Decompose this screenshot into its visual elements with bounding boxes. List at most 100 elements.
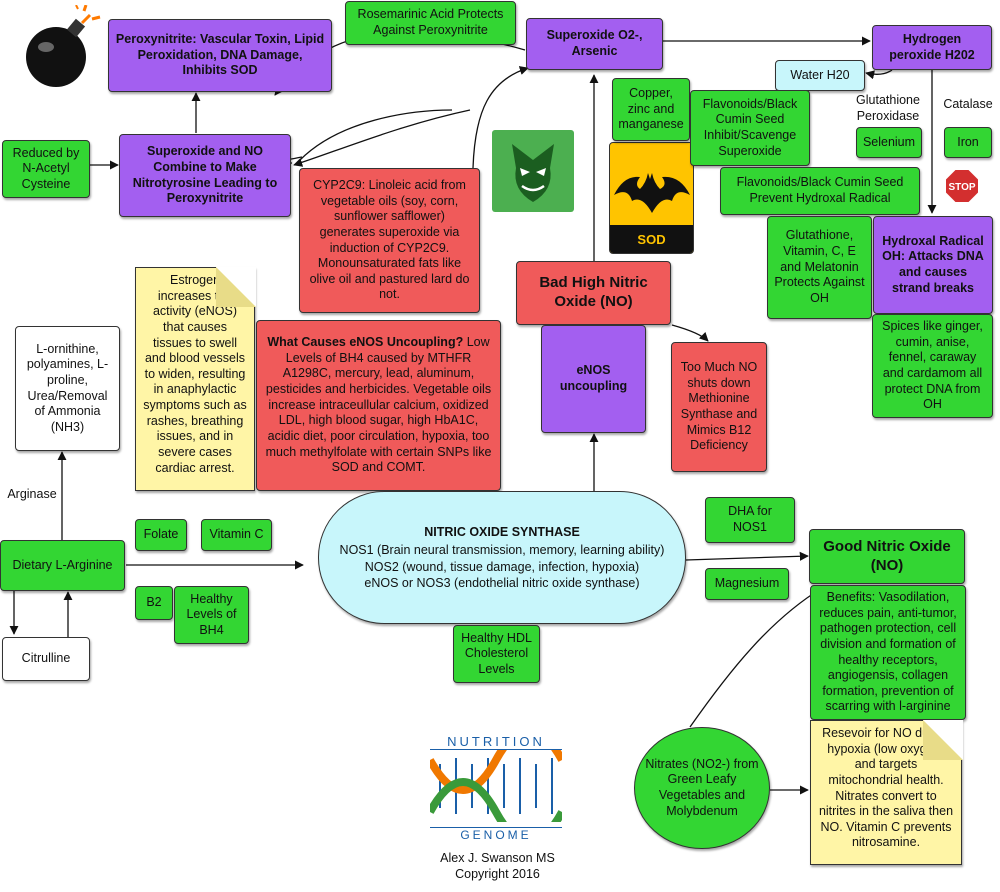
arrow-cyp2c9-to-superoxide	[472, 66, 529, 169]
arrow-cyp2c9-to-nitrotyrosine	[266, 109, 453, 165]
nitrotyrosine-box: Superoxide and NO Combine to Make Nitrot…	[119, 134, 291, 217]
arginase-label: Arginase	[7, 487, 57, 501]
nac-box: Reduced by N-Acetyl Cysteine	[2, 140, 90, 198]
enos-uncoupling-box: eNOS uncoupling	[541, 325, 646, 433]
iron-box: Iron	[944, 127, 992, 158]
synthase-title: NITRIC OXIDE SYNTHASE	[424, 525, 580, 539]
synthase-nos2: NOS2 (wound, tissue damage, infection, h…	[364, 559, 640, 574]
joker-icon	[492, 130, 574, 212]
arrow-h2o2-to-water	[865, 69, 893, 80]
reservoir-note: Resevoir for NO during hypoxia (low oxyg…	[810, 719, 963, 865]
arrow-bad-no-to-too-much	[671, 324, 709, 342]
dha-box: DHA for NOS1	[705, 497, 795, 543]
citrulline-text: Citrulline	[21, 651, 71, 666]
iron-text: Iron	[957, 134, 979, 149]
h2o2-text: Hydrogen peroxide H202	[889, 31, 975, 62]
good-no-text: Good Nitric Oxide (NO)	[823, 537, 951, 574]
superoxide-text: Superoxide O2-, Arsenic	[546, 28, 643, 58]
magnesium-text: Magnesium	[714, 576, 780, 591]
vitamin-c-box: Vitamin C	[201, 519, 272, 551]
bad-no-text: Bad High Nitric Oxide (NO)	[539, 274, 648, 310]
glutathione-vitamins-box: Glutathione, Vitamin, C, E and Melatonin…	[767, 216, 872, 319]
flavonoids-hydroxal-box: Flavonoids/Black Cumin Seed Prevent Hydr…	[720, 167, 920, 215]
dietary-arginine-box: Dietary L-Arginine	[0, 540, 125, 591]
glutathione-vitamins-text: Glutathione, Vitamin, C, E and Melatonin…	[774, 228, 865, 305]
uncoupling-causes-text: What Causes eNOS Uncoupling? Low Levels …	[262, 335, 495, 476]
b2-text: B2	[146, 595, 162, 610]
sod-label-bar: SOD	[610, 225, 693, 253]
glutathione-peroxidase-label: Glutathione Peroxidase	[856, 93, 920, 123]
batman-icon	[614, 173, 690, 213]
nitrotyrosine-text: Superoxide and NO Combine to Make Nitrot…	[132, 144, 278, 206]
nitrates-text: Nitrates (NO2-) from Green Leafy Vegetab…	[645, 756, 759, 818]
nutrition-genome-logo: NUTRITION GENOME	[426, 726, 566, 846]
too-much-no-text: Too Much NO shuts down Methionine Syntha…	[680, 360, 758, 453]
bh4-text: Healthy Levels of BH4	[186, 591, 237, 637]
arrow-to-nitrotyrosine	[293, 109, 471, 167]
uncoupling-body: Low Levels of BH4 caused by MTHFR A1298C…	[265, 335, 492, 475]
nitric-oxide-synthase: NITRIC OXIDE SYNTHASE NOS1 (Brain neural…	[318, 491, 686, 624]
vitamin-c-text: Vitamin C	[209, 527, 264, 542]
dha-text: DHA for NOS1	[728, 504, 772, 534]
stop-sign-text: STOP	[948, 182, 975, 193]
bh4-box: Healthy Levels of BH4	[174, 586, 249, 644]
selenium-text: Selenium	[862, 134, 916, 149]
logo-top-text: NUTRITION	[430, 734, 562, 750]
nitrates-box: Nitrates (NO2-) from Green Leafy Vegetab…	[634, 727, 770, 849]
dna-helix-icon	[426, 726, 566, 846]
spices-box: Spices like ginger, cumin, anise, fennel…	[872, 314, 993, 418]
rosmarinic-text: Rosemarinic Acid Protects Against Peroxy…	[357, 7, 504, 37]
selenium-box: Selenium	[856, 127, 922, 158]
ornithine-text: L-ornithine, polyamines, L-proline, Urea…	[26, 341, 109, 434]
superoxide-box: Superoxide O2-, Arsenic	[526, 18, 663, 70]
arrow-nitrates-to-good-no	[689, 587, 823, 728]
flavonoids-scavenge-text: Flavonoids/Black Cumin Seed Inhibit/Scav…	[702, 96, 798, 158]
enos-uncoupling-text: eNOS uncoupling	[559, 363, 628, 393]
synthase-nos3: eNOS or NOS3 (endothelial nitric oxide s…	[364, 575, 640, 590]
uncoupling-causes-box: What Causes eNOS Uncoupling? Low Levels …	[256, 320, 501, 491]
estrogen-note: Estrogen increases the activity (eNOS) t…	[135, 266, 256, 491]
hdl-text: Healthy HDL Cholesterol Levels	[461, 630, 532, 676]
nac-text: Reduced by N-Acetyl Cysteine	[12, 145, 80, 191]
copper-zinc-box: Copper, zinc and manganese	[612, 78, 690, 141]
water-text: Water H20	[790, 67, 850, 82]
peroxynitrite-text: Peroxynitrite: Vascular Toxin, Lipid Per…	[115, 32, 325, 78]
uncoupling-title: What Causes eNOS Uncoupling?	[267, 335, 464, 350]
water-box: Water H20	[775, 60, 865, 91]
copper-zinc-text: Copper, zinc and manganese	[618, 86, 684, 132]
b2-box: B2	[135, 586, 173, 620]
benefits-box: Benefits: Vasodilation, reduces pain, an…	[810, 585, 966, 720]
magnesium-box: Magnesium	[705, 568, 789, 600]
hydroxal-box: Hydroxal Radical OH: Attacks DNA and cau…	[873, 216, 993, 314]
folate-text: Folate	[143, 527, 179, 542]
flavonoids-scavenge-box: Flavonoids/Black Cumin Seed Inhibit/Scav…	[690, 90, 810, 166]
too-much-no-box: Too Much NO shuts down Methionine Syntha…	[671, 342, 767, 472]
dietary-arginine-text: Dietary L-Arginine	[12, 557, 113, 572]
hdl-box: Healthy HDL Cholesterol Levels	[453, 625, 540, 683]
arrow-synthase-to-good-no	[685, 551, 809, 561]
credit-copyright: Copyright 2016	[455, 867, 540, 881]
spices-text: Spices like ginger, cumin, anise, fennel…	[882, 319, 983, 412]
cyp2c9-box: CYP2C9: Linoleic acid from vegetable oil…	[299, 168, 480, 313]
credit-author: Alex J. Swanson MS	[440, 851, 555, 865]
hydroxal-text: Hydroxal Radical OH: Attacks DNA and cau…	[882, 233, 984, 295]
logo-bottom-text: GENOME	[430, 827, 562, 842]
rosmarinic-box: Rosemarinic Acid Protects Against Peroxy…	[345, 1, 516, 45]
benefits-text: Benefits: Vasodilation, reduces pain, an…	[819, 590, 957, 714]
h2o2-box: Hydrogen peroxide H202	[872, 25, 992, 70]
sod-label: SOD	[637, 231, 666, 247]
good-no-box: Good Nitric Oxide (NO)	[809, 529, 965, 584]
peroxynitrite-box: Peroxynitrite: Vascular Toxin, Lipid Per…	[108, 19, 332, 92]
sod-icon: SOD	[609, 142, 694, 254]
stop-sign-icon: STOP	[944, 168, 980, 204]
reservoir-text: Resevoir for NO during hypoxia (low oxyg…	[818, 726, 954, 850]
flavonoids-hydroxal-text: Flavonoids/Black Cumin Seed Prevent Hydr…	[736, 175, 904, 205]
catalase-label: Catalase	[943, 97, 993, 111]
ornithine-box: L-ornithine, polyamines, L-proline, Urea…	[15, 326, 120, 451]
cyp2c9-text: CYP2C9: Linoleic acid from vegetable oil…	[309, 178, 470, 302]
bomb-icon	[26, 5, 101, 87]
citrulline-box: Citrulline	[2, 637, 90, 681]
synthase-nos1: NOS1 (Brain neural transmission, memory,…	[339, 543, 665, 558]
folate-box: Folate	[135, 519, 187, 551]
